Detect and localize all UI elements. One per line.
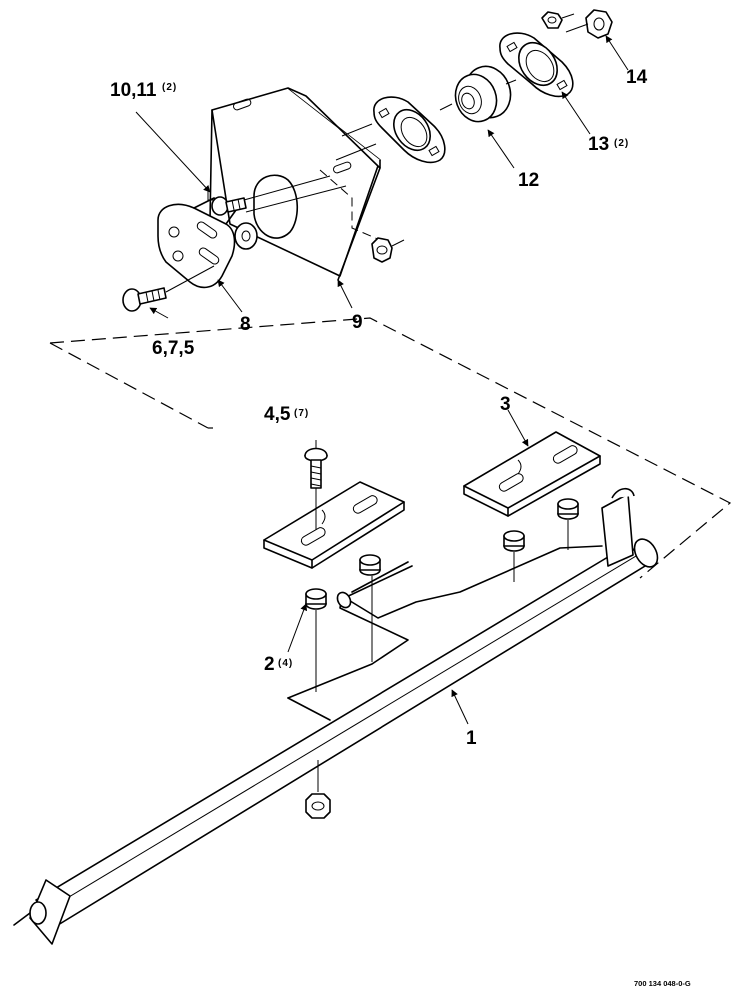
callout-10-11: 10,11 [110,80,157,101]
callout-2: 2 [264,654,275,675]
callout-10-11-qty: (2) [162,82,177,93]
mounting-bracket [209,87,381,281]
callout-labels: 10,11 (2) 14 13 (2) 12 8 9 6,7,5 4,5 (7)… [110,67,648,749]
bearing [454,65,512,123]
centerlines [315,440,569,792]
callout-14: 14 [626,67,648,88]
spacers [305,498,579,610]
bearing-flange-right [499,32,574,98]
hex-nut-top [541,11,575,29]
callout-12: 12 [518,170,539,191]
hex-nut-bottom [305,793,331,819]
rod-assembly [13,487,659,945]
callout-4-5: 4,5 [264,404,291,425]
carriage-bolt-top [304,447,328,489]
spacer [503,530,525,552]
callout-1: 1 [466,728,477,749]
callout-2-qty: (4) [278,658,293,669]
spacer [305,588,327,610]
callout-3: 3 [500,394,511,415]
slotted-angle-plate [157,197,258,289]
hex-bolt-top [565,9,613,39]
slotted-plate-right [463,431,601,517]
callout-9: 9 [352,312,363,333]
callout-13: 13 [588,134,609,155]
assembly-dashed-outline [49,317,732,579]
slotted-plate-left [263,481,405,569]
spacer [359,554,381,576]
callout-6-7-5: 6,7,5 [152,338,195,359]
carriage-bolt-lower [122,265,215,312]
base-plate [287,545,603,721]
drawing-number: 700 134 048-0-G [634,979,691,988]
callout-8: 8 [240,314,251,335]
hex-nut-bracket [371,237,405,263]
assembly-axis [335,79,517,161]
small-bolt-upper [207,190,247,216]
callout-4-5-qty: (7) [294,408,309,419]
leader-arrows [135,35,629,725]
spacer [557,498,579,520]
callout-13-qty: (2) [614,138,629,149]
bearing-flange-left [373,96,446,164]
